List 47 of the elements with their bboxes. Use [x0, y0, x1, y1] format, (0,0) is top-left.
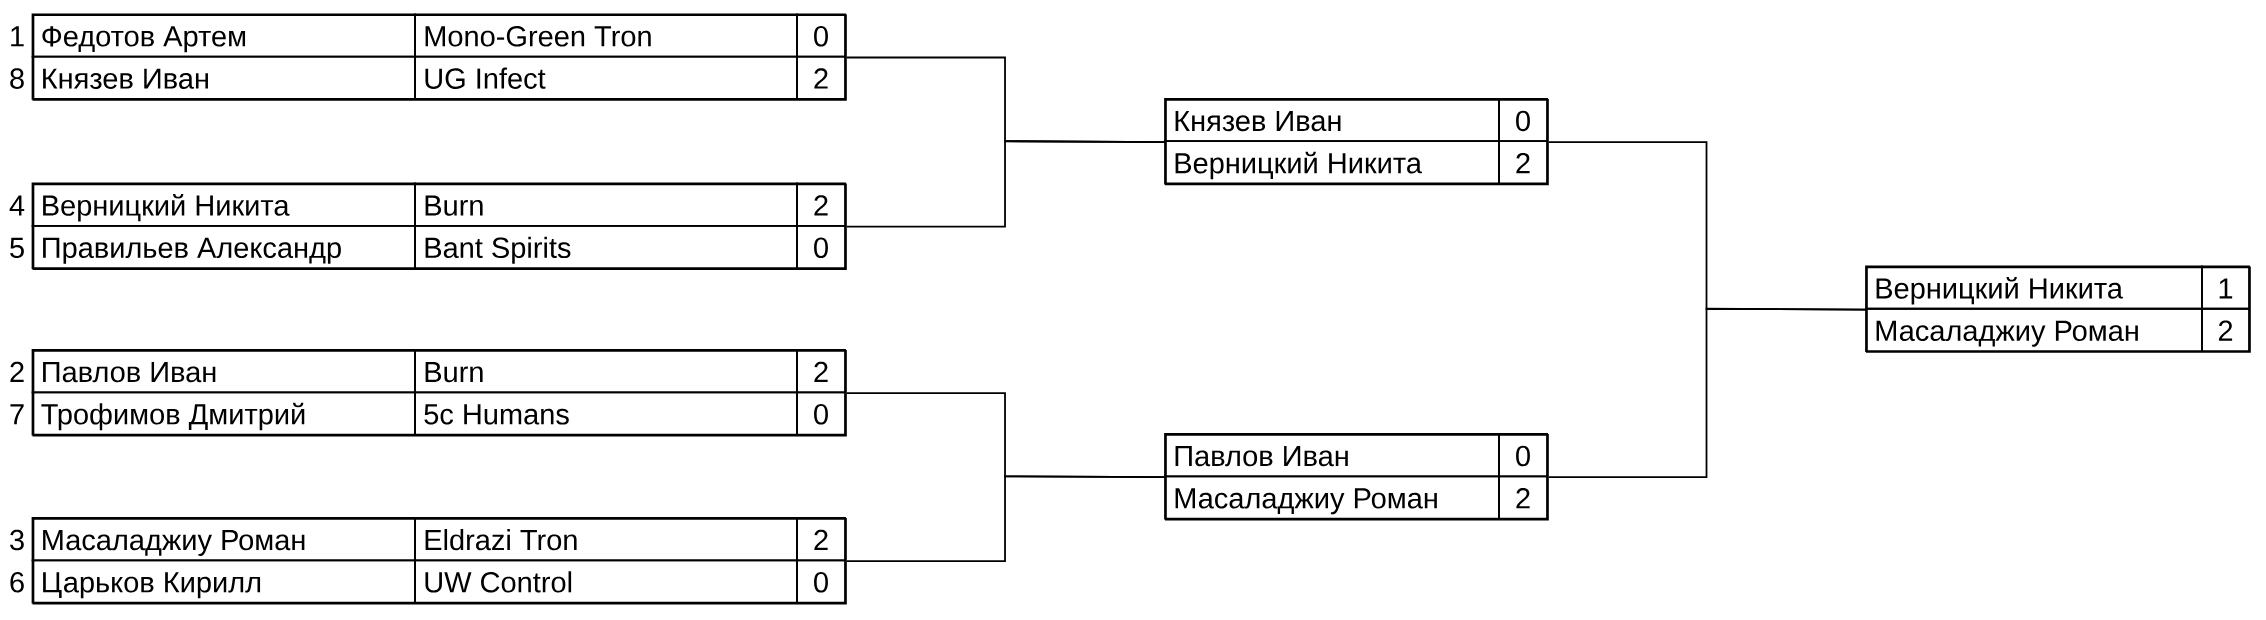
score-cell: 2 [796, 517, 846, 562]
name-cell: Правильев Александр [31, 224, 416, 269]
name-cell: Масаладжиу Роман [1865, 307, 2203, 352]
name-cell: Масаладжиу Роман [31, 517, 416, 562]
score-cell: 1 [2201, 265, 2250, 310]
deck-cell: UG Infect [414, 55, 798, 100]
score-cell: 2 [1498, 475, 1548, 520]
score-cell: 2 [796, 349, 846, 394]
connector-line [1547, 307, 1867, 479]
deck-cell: Mono-Green Tron [414, 13, 798, 58]
name-cell: Верницкий Никита [1865, 265, 2203, 310]
name-cell: Князев Иван [31, 55, 416, 100]
deck-cell: Burn [414, 182, 798, 227]
seed-number: 4 [9, 195, 25, 216]
name-cell: Федотов Артем [31, 13, 416, 58]
seed-number: 2 [10, 361, 24, 382]
name-cell: Трофимов Дмитрий [31, 391, 416, 436]
seed-number: 5 [10, 237, 24, 259]
deck-cell: UW Control [414, 559, 798, 604]
score-cell: 0 [1498, 433, 1548, 478]
seed-number: 3 [10, 529, 24, 551]
deck-cell: Eldrazi Tron [414, 517, 798, 562]
score-cell: 0 [1498, 98, 1548, 143]
seed-number: 8 [10, 68, 24, 89]
score-cell: 0 [796, 391, 846, 436]
score-cell: 2 [796, 55, 846, 100]
score-cell: 0 [796, 559, 846, 604]
seed-number: 1 [11, 26, 24, 47]
name-cell: Павлов Иван [1164, 433, 1500, 478]
seed-number: 7 [10, 404, 24, 425]
deck-cell: Burn [414, 349, 798, 394]
seed-number: 6 [10, 572, 24, 593]
name-cell: Царьков Кирилл [31, 559, 416, 604]
deck-cell: 5c Humans [414, 391, 798, 436]
name-cell: Павлов Иван [31, 349, 416, 394]
score-cell: 0 [796, 224, 846, 269]
score-cell: 2 [1498, 140, 1548, 185]
score-cell: 2 [796, 182, 846, 227]
name-cell: Масаладжиу Роман [1164, 475, 1500, 520]
name-cell: Верницкий Никита [31, 182, 416, 227]
name-cell: Верницкий Никита [1164, 140, 1500, 185]
connector-line [845, 475, 1166, 563]
deck-cell: Bant Spirits [414, 224, 798, 269]
score-cell: 0 [796, 13, 846, 58]
name-cell: Князев Иван [1164, 98, 1500, 143]
score-cell: 2 [2201, 307, 2250, 352]
connector-line [845, 140, 1166, 228]
